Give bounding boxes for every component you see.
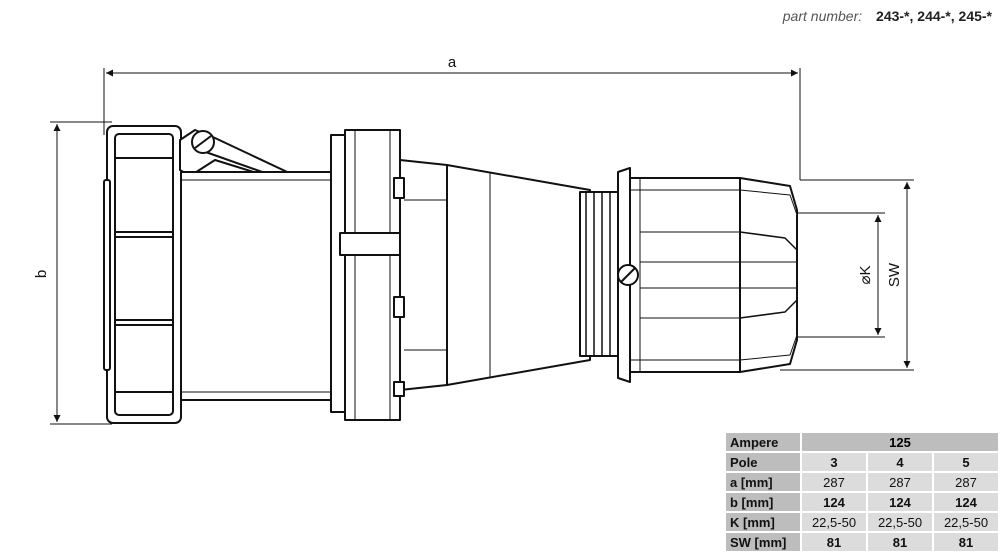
- table-cell: 287: [868, 473, 932, 491]
- gland-screw: [617, 264, 639, 286]
- table-row: K [mm] 22,5-50 22,5-50 22,5-50: [726, 513, 998, 531]
- dimension-k-label: ⌀K: [857, 265, 874, 284]
- dimension-sw: SW: [780, 179, 914, 371]
- table-cell: 22,5-50: [802, 513, 866, 531]
- table-row-label: K [mm]: [726, 513, 800, 531]
- table-row-label: b [mm]: [726, 493, 800, 511]
- sleeve: [180, 171, 332, 401]
- specs-table: Ampere 125 Pole 3 4 5 a [mm] 287 287 287…: [724, 431, 1000, 553]
- gland-nut: [617, 167, 798, 383]
- table-cell: 81: [868, 533, 932, 551]
- dimension-a-label: a: [448, 54, 457, 71]
- table-cell: 81: [934, 533, 998, 551]
- table-cell: 287: [934, 473, 998, 491]
- table-cell: 287: [802, 473, 866, 491]
- table-row-ampere: Ampere 125: [726, 433, 998, 451]
- table-row-label: Ampere: [726, 433, 800, 451]
- front-ring: [103, 125, 182, 424]
- part-number: part number: 243-*, 244-*, 245-*: [783, 8, 992, 24]
- table-cell: 124: [868, 493, 932, 511]
- table-row: b [mm] 124 124 124: [726, 493, 998, 511]
- part-number-label: part number:: [782, 8, 863, 24]
- dimension-k: ⌀K: [795, 212, 885, 338]
- table-row: SW [mm] 81 81 81: [726, 533, 998, 551]
- table-cell: 81: [802, 533, 866, 551]
- table-cell: 4: [868, 453, 932, 471]
- table-cell: 3: [802, 453, 866, 471]
- thread-section: [579, 191, 621, 357]
- dimension-a: a: [103, 54, 801, 180]
- table-cell: 124: [802, 493, 866, 511]
- table-row-label: SW [mm]: [726, 533, 800, 551]
- tapered-body: [446, 164, 591, 386]
- dimension-b-label: b: [33, 270, 50, 278]
- table-cell: 5: [934, 453, 998, 471]
- dimension-sw-label: SW: [886, 262, 903, 287]
- ampere-value: 125: [802, 433, 998, 451]
- table-cell: 124: [934, 493, 998, 511]
- table-row: a [mm] 287 287 287: [726, 473, 998, 491]
- table-cell: 22,5-50: [934, 513, 998, 531]
- middle-body: [330, 129, 448, 421]
- dimension-b: b: [33, 121, 112, 425]
- hinge-screw: [191, 130, 215, 154]
- table-row-label: a [mm]: [726, 473, 800, 491]
- table-row-label: Pole: [726, 453, 800, 471]
- table-row: Pole 3 4 5: [726, 453, 998, 471]
- table-cell: 22,5-50: [868, 513, 932, 531]
- part-number-value: 243-*, 244-*, 245-*: [876, 8, 992, 24]
